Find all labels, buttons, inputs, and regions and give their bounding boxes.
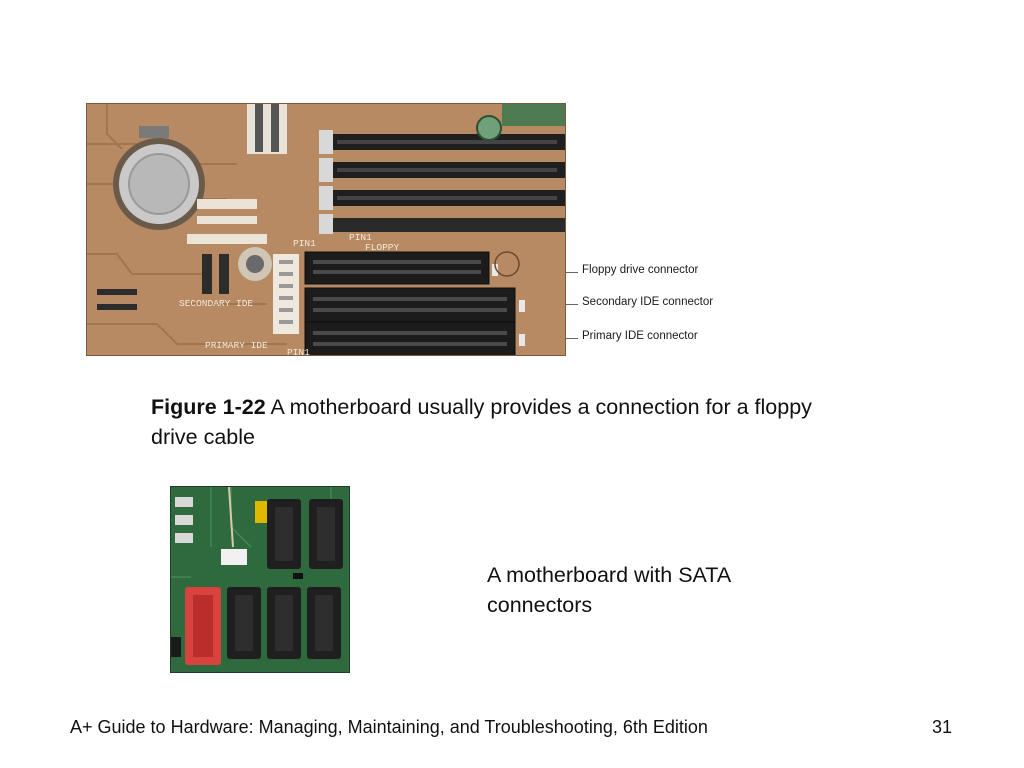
- sata-caption: A motherboard with SATA connectors: [487, 563, 730, 617]
- motherboard-ide-illustration: SECONDARY IDE PRIMARY IDE FLOPPY PIN1 PI…: [87, 104, 565, 356]
- callout-floppy-drive-connector: Floppy drive connector: [582, 264, 699, 276]
- footer-book-title: A+ Guide to Hardware: Managing, Maintain…: [70, 717, 708, 737]
- motherboard-ide-photo: SECONDARY IDE PRIMARY IDE FLOPPY PIN1 PI…: [86, 103, 566, 356]
- figure-1-22-caption: Figure 1-22 A motherboard usually provid…: [151, 392, 831, 452]
- callout-secondary-ide-connector: Secondary IDE connector: [582, 296, 714, 308]
- page-number: 31: [931, 717, 952, 737]
- motherboard-sata-illustration: [171, 487, 349, 672]
- figure-number: Figure 1-22: [151, 395, 266, 419]
- silkscreen-primary-ide: PRIMARY IDE: [205, 340, 268, 351]
- connector-callouts: Floppy drive connector Secondary IDE con…: [566, 103, 734, 356]
- silkscreen-pin1-bottom: PIN1: [287, 347, 310, 356]
- silkscreen-floppy: FLOPPY: [365, 242, 400, 253]
- callout-primary-ide-connector: Primary IDE connector: [582, 330, 698, 342]
- figure-caption-text: A motherboard usually provides a connect…: [151, 395, 812, 449]
- silkscreen-pin1-top: PIN1: [349, 232, 372, 243]
- silkscreen-secondary-ide: SECONDARY IDE: [179, 298, 253, 309]
- motherboard-sata-photo: [170, 486, 350, 673]
- silkscreen-pin1-left: PIN1: [293, 238, 316, 249]
